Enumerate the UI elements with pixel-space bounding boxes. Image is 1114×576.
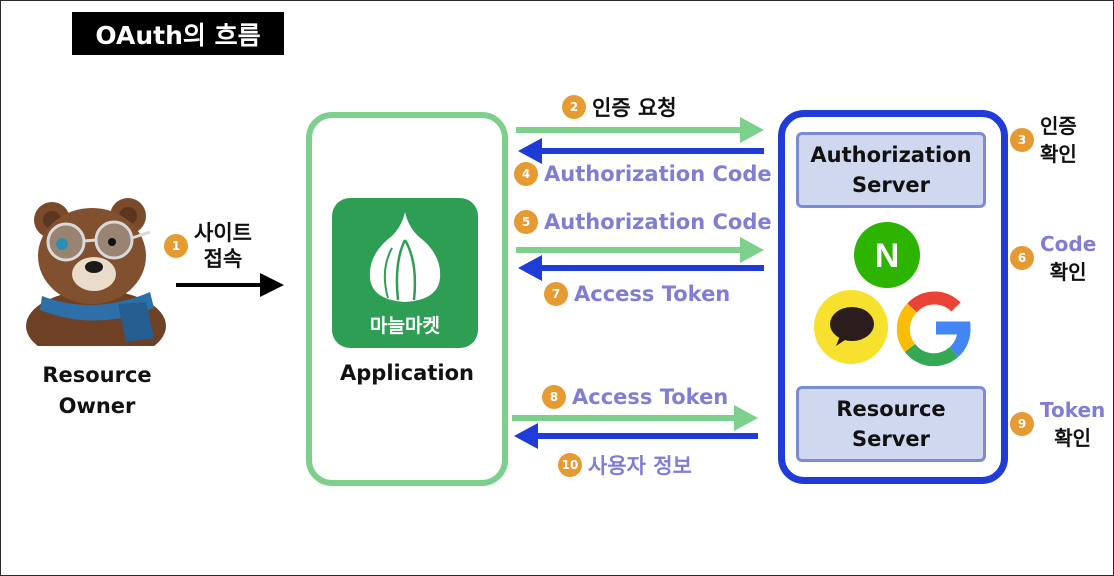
arrow-step-10 <box>514 423 758 449</box>
application-label: Application <box>340 361 474 385</box>
step-10-badge: 10 <box>558 453 582 477</box>
step-9-line2: 확인 <box>1054 426 1092 450</box>
step-3-line2: 확인 <box>1040 142 1077 166</box>
step-9-note: 9 Token 확인 <box>1010 396 1105 452</box>
arrow-step-4 <box>518 138 764 164</box>
garlic-icon <box>369 212 441 302</box>
step-6-note: 6 Code 확인 <box>1010 230 1096 286</box>
naver-icon: N <box>854 222 920 288</box>
step-10-text: 사용자 정보 <box>588 454 692 478</box>
server-box <box>778 110 1008 484</box>
step-3-badge: 3 <box>1010 128 1034 152</box>
step-8-text: Access Token <box>572 385 729 409</box>
step-5-label: 5 Authorization Code <box>514 210 772 234</box>
kakaotalk-icon <box>814 290 888 364</box>
step-4-text: Authorization Code <box>544 162 772 186</box>
step-1-label: 1 사이트 접속 <box>164 220 252 272</box>
resource-server-line1: Resource <box>836 397 946 421</box>
step-3-line1: 인증 <box>1040 114 1077 138</box>
resource-owner-line2: Owner <box>58 394 136 418</box>
step-6-line1: Code <box>1040 232 1097 256</box>
step-2-text: 인증 요청 <box>592 96 677 120</box>
step-9-line1: Token <box>1040 398 1106 422</box>
bear-photo <box>22 198 182 346</box>
application-icon-text: 마늘마켓 <box>370 315 440 337</box>
step-8-badge: 8 <box>542 385 566 409</box>
step-10-label: 10 사용자 정보 <box>558 450 692 480</box>
authorization-server-box: Authorization Server <box>796 132 986 208</box>
step-7-label: 7 Access Token <box>544 282 730 306</box>
step-5-text: Authorization Code <box>544 210 772 234</box>
step-1-line1: 사이트 <box>194 221 252 245</box>
resource-server-box: Resource Server <box>796 386 986 462</box>
resource-server-line2: Server <box>851 427 930 451</box>
step-7-text: Access Token <box>574 282 731 306</box>
step-5-badge: 5 <box>514 210 538 234</box>
application-box <box>306 112 508 486</box>
step-1-line2: 접속 <box>203 247 243 271</box>
arrow-step-8 <box>512 405 758 431</box>
authorization-server-line1: Authorization <box>810 143 972 167</box>
step-4-badge: 4 <box>514 162 538 186</box>
authorization-server-line2: Server <box>851 173 930 197</box>
step-7-badge: 7 <box>544 282 568 306</box>
step-1-badge: 1 <box>164 234 188 258</box>
arrow-owner-to-app <box>176 273 284 297</box>
resource-owner-line1: Resource <box>42 363 152 387</box>
arrow-step-5 <box>516 237 764 263</box>
step-4-label: 4 Authorization Code <box>514 162 772 186</box>
arrow-step-2 <box>516 117 764 143</box>
arrow-step-7 <box>518 255 764 281</box>
step-8-label: 8 Access Token <box>542 385 728 409</box>
application-icon: 마늘마켓 <box>332 198 478 348</box>
step-9-badge: 9 <box>1010 412 1034 436</box>
step-2-badge: 2 <box>562 95 586 119</box>
step-6-badge: 6 <box>1010 246 1034 270</box>
step-6-line2: 확인 <box>1049 260 1087 284</box>
step-2-label: 2 인증 요청 <box>562 92 677 122</box>
step-3-note: 3 인증 확인 <box>1010 112 1077 168</box>
resource-owner-label: Resource Owner <box>18 360 176 422</box>
naver-letter: N <box>875 237 900 275</box>
slide-title: OAuth의 흐름 <box>72 12 284 55</box>
google-icon <box>896 291 971 366</box>
